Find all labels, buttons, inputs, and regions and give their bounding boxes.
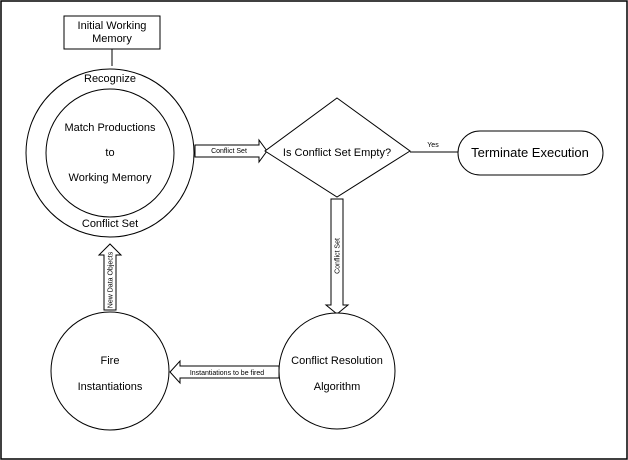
resolution-line1: Conflict Resolution [291, 355, 383, 367]
instantiations-label: Instantiations to be fired [190, 370, 264, 377]
fire-instantiations-circle [50, 311, 170, 431]
vertical-conflict-set-label: Conflict Set [335, 238, 342, 274]
match-productions-line2: to [105, 147, 114, 159]
arrow-conflict-set-label: Conflict Set [211, 148, 247, 155]
arrow-to-decision [194, 138, 268, 164]
decision-diamond [264, 97, 411, 198]
recognize-title: Recognize [84, 73, 136, 85]
arrow-to-recognize [97, 243, 123, 311]
yes-label: Yes [427, 142, 439, 149]
recognize-inner-circle [45, 88, 175, 218]
terminate-label: Terminate Execution [471, 145, 589, 160]
resolution-line2: Algorithm [314, 381, 360, 393]
fire-line2: Instantiations [78, 381, 143, 393]
arrow-to-resolution [324, 198, 350, 315]
initial-memory-line2: Memory [92, 33, 132, 45]
match-productions-line1: Match Productions [64, 122, 156, 134]
fire-line1: Fire [101, 355, 120, 367]
conflict-resolution-circle [278, 312, 396, 430]
recognize-outer-circle [25, 68, 195, 238]
terminate-execution-node [457, 130, 604, 176]
conflict-set-label: Conflict Set [82, 218, 138, 230]
decision-label: Is Conflict Set Empty? [283, 147, 391, 159]
new-data-objects-label: New Data Objects [108, 251, 115, 308]
match-productions-line3: Working Memory [69, 172, 152, 184]
arrow-to-fire [169, 359, 280, 385]
initial-memory-line1: Initial Working [78, 20, 147, 32]
